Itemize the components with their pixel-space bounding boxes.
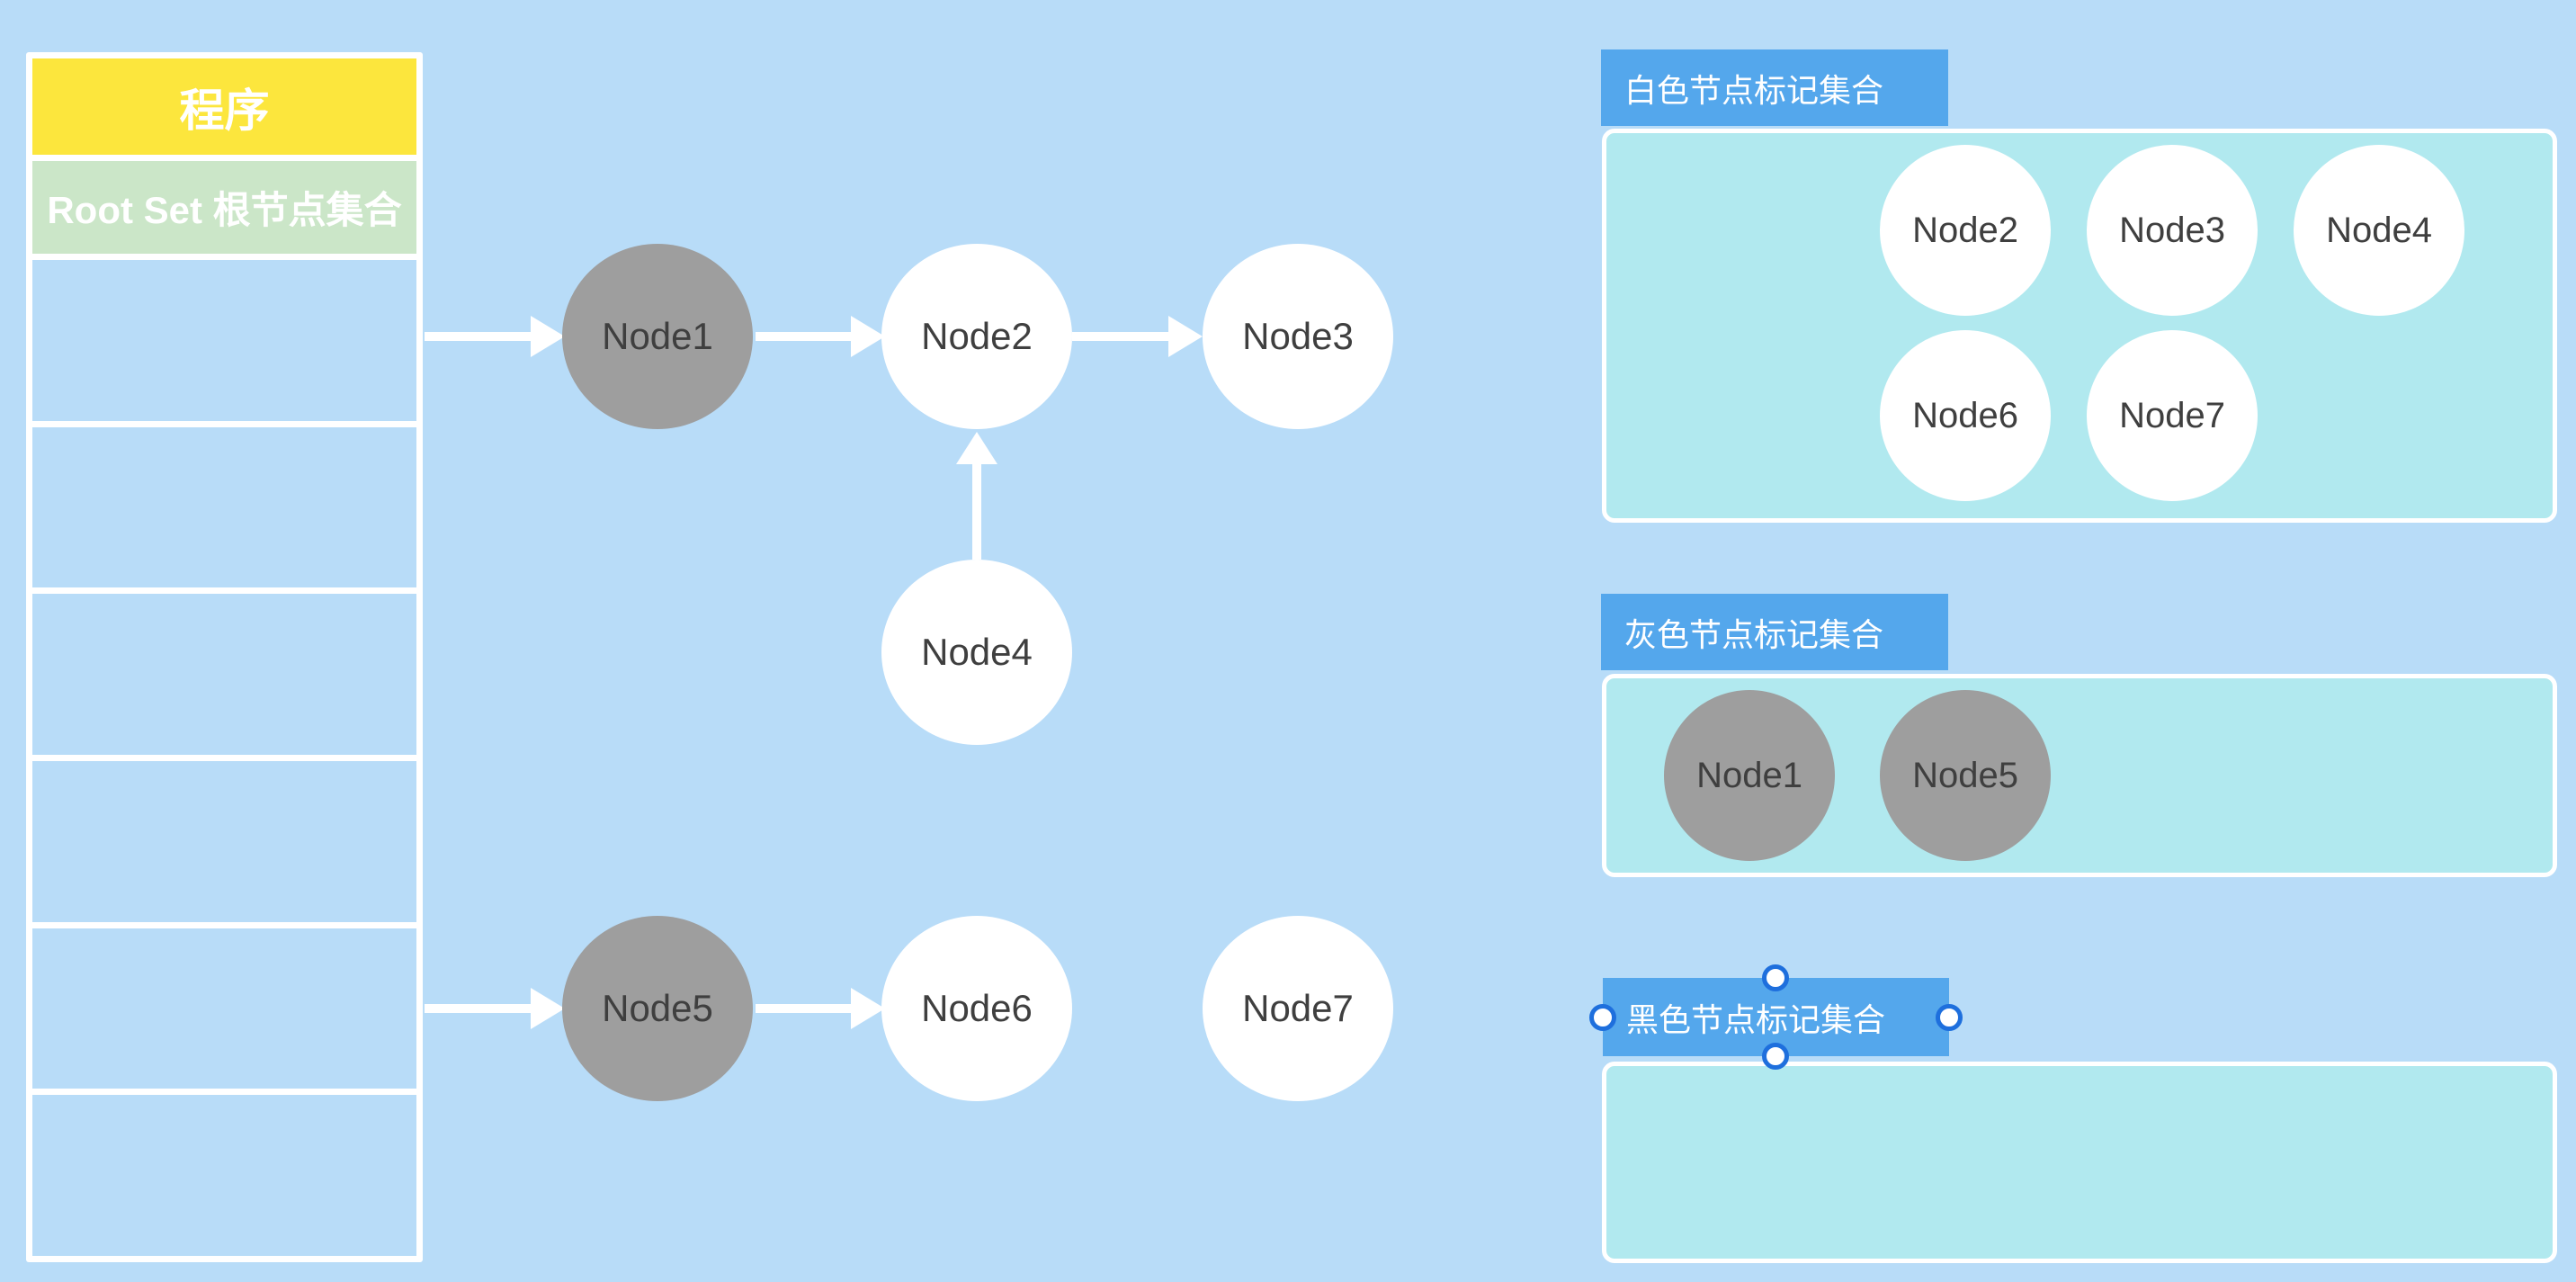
graph-node-node7[interactable]: Node7 — [1203, 916, 1393, 1101]
white-set-node[interactable]: Node6 — [1880, 330, 2051, 501]
node-label: Node2 — [921, 315, 1033, 357]
program-title-cell: 程序 — [32, 58, 416, 155]
node-label: Node4 — [2326, 210, 2432, 250]
node-label: Node1 — [1696, 755, 1802, 795]
root-set-cell: Root Set 根节点集合 — [32, 161, 416, 254]
resize-handle-right[interactable] — [1936, 1004, 1963, 1031]
edge-rootset-node1[interactable] — [425, 316, 565, 357]
graph-node-node1[interactable]: Node1 — [562, 244, 753, 429]
node-label: Node7 — [1242, 987, 1354, 1029]
gray-set-title: 灰色节点标记集合 — [1624, 615, 1884, 653]
resize-handle-left[interactable] — [1589, 1004, 1616, 1031]
white-set-node[interactable]: Node7 — [2087, 330, 2258, 501]
white-set-node[interactable]: Node4 — [2294, 145, 2464, 316]
black-set-box[interactable] — [1602, 1062, 2557, 1263]
white-set-node[interactable]: Node2 — [1880, 145, 2051, 316]
gray-set-node[interactable]: Node5 — [1880, 690, 2051, 861]
program-memory-table[interactable]: 程序 Root Set 根节点集合 — [26, 52, 423, 1262]
graph-node-node3[interactable]: Node3 — [1203, 244, 1393, 429]
resize-handle-top[interactable] — [1762, 964, 1789, 991]
edge-rootset-node5[interactable] — [425, 988, 565, 1029]
gray-set-node[interactable]: Node1 — [1664, 690, 1835, 861]
black-set-title: 黑色节点标记集合 — [1626, 1000, 1886, 1038]
memory-slot — [32, 1095, 416, 1257]
node-label: Node3 — [2119, 210, 2225, 250]
node-label: Node3 — [1242, 315, 1354, 357]
white-set-title: 白色节点标记集合 — [1624, 71, 1884, 109]
white-set-tab[interactable]: 白色节点标记集合 — [1601, 49, 1948, 126]
resize-handle-bottom[interactable] — [1762, 1043, 1789, 1070]
memory-slot — [32, 761, 416, 922]
gray-set-tab[interactable]: 灰色节点标记集合 — [1601, 594, 1948, 670]
graph-node-node6[interactable]: Node6 — [881, 916, 1072, 1101]
edge-node5-node6[interactable] — [756, 988, 885, 1029]
node-label: Node6 — [921, 987, 1033, 1029]
memory-slot — [32, 426, 416, 588]
node-label: Node1 — [602, 315, 713, 357]
memory-slot — [32, 594, 416, 756]
memory-slot — [32, 260, 416, 421]
arrowhead-icon — [956, 432, 997, 464]
memory-slot — [32, 928, 416, 1089]
arrowhead-icon — [531, 988, 565, 1029]
edge-node4-node2[interactable] — [956, 432, 997, 560]
edge-node2-node3[interactable] — [1072, 316, 1203, 357]
arrowhead-icon — [851, 316, 885, 357]
white-set-node[interactable]: Node3 — [2087, 145, 2258, 316]
arrowhead-icon — [1168, 316, 1203, 357]
node-label: Node4 — [921, 631, 1033, 673]
node-label: Node5 — [602, 987, 713, 1029]
graph-node-node4[interactable]: Node4 — [881, 560, 1072, 745]
node-label: Node6 — [1912, 395, 2018, 435]
edge-node1-node2[interactable] — [756, 316, 885, 357]
node-label: Node2 — [1912, 210, 2018, 250]
graph-node-node2[interactable]: Node2 — [881, 244, 1072, 429]
node-label: Node5 — [1912, 755, 2018, 795]
node-label: Node7 — [2119, 395, 2225, 435]
graph-node-node5[interactable]: Node5 — [562, 916, 753, 1101]
arrowhead-icon — [531, 316, 565, 357]
arrowhead-icon — [851, 988, 885, 1029]
